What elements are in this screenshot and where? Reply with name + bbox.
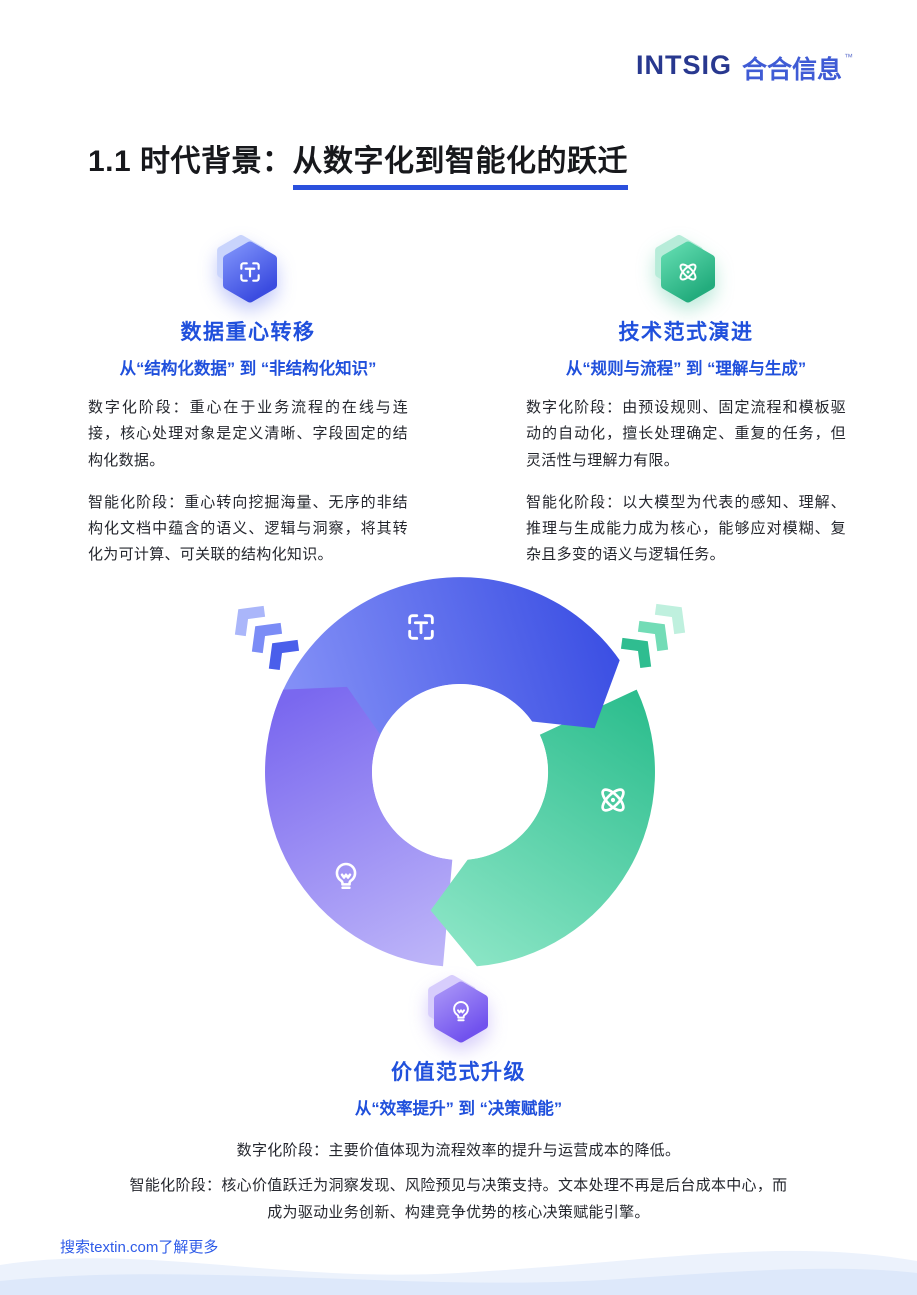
- cycle-diagram-svg: [234, 577, 686, 967]
- brand-logo: INTSIG 合合信息 ™: [636, 50, 853, 86]
- blue-chevrons-icon: [234, 605, 300, 671]
- badge-hexagon: [433, 981, 488, 1043]
- section-tech-evolution: 技术范式演进 从“规则与流程” 到 “理解与生成” 数字化阶段：由预设规则、固定…: [526, 224, 846, 569]
- section-paragraph: 数字化阶段：主要价值体现为流程效率的提升与运营成本的降低。: [236, 1142, 681, 1159]
- section-paragraph: 智能化阶段：核心价值跃迁为洞察发现、风险预见与决策支持。文本处理不再是后台成本中…: [129, 1177, 788, 1221]
- top-columns: 数据重心转移 从“结构化数据” 到 “非结构化知识” 数字化阶段：重心在于业务流…: [88, 224, 846, 569]
- transformation-cycle-diagram: [200, 527, 720, 997]
- section-title: 技术范式演进: [618, 321, 754, 344]
- page-title: 1.1 时代背景：从数字化到智能化的跃迁: [88, 136, 629, 190]
- brand-name-cn: 合合信息: [741, 56, 842, 84]
- brand-name: INTSIG: [635, 50, 732, 80]
- section-title: 价值范式升级: [391, 1061, 526, 1084]
- section-subtitle: 从“效率提升” 到 “决策赋能”: [354, 1100, 563, 1118]
- donut-hole: [372, 684, 548, 860]
- section-value-upgrade: 价值范式升级 从“效率提升” 到 “决策赋能” 数字化阶段：主要价值体现为流程效…: [0, 964, 917, 1226]
- bottom-wave-decoration: [0, 1250, 917, 1295]
- section-subtitle: 从“结构化数据” 到 “非结构化知识”: [119, 360, 377, 378]
- footer-search-link[interactable]: 搜索textin.com了解更多: [60, 1239, 219, 1256]
- green-segment: [430, 689, 655, 967]
- section-data-shift: 数据重心转移 从“结构化数据” 到 “非结构化知识” 数字化阶段：重心在于业务流…: [88, 224, 408, 569]
- green-segment-arrow: [430, 859, 477, 967]
- data-shift-badge: [217, 235, 277, 303]
- value-upgrade-badge: [427, 975, 488, 1043]
- page-title-highlight: 从数字化到智能化的跃迁: [292, 145, 629, 190]
- section-subtitle: 从“规则与流程” 到 “理解与生成”: [565, 360, 807, 378]
- section-paragraph: 智能化阶段：重心转向挖掘海量、无序的非结构化文档中蕴含的语义、逻辑与洞察，将其转…: [88, 493, 408, 564]
- page-title-prefix: 1.1 时代背景：: [88, 145, 293, 178]
- brand-trademark: ™: [844, 52, 853, 62]
- section-title: 数据重心转移: [180, 321, 316, 344]
- section-paragraph: 智能化阶段：以大模型为代表的感知、理解、推理与生成能力成为核心，能够应对模糊、复…: [526, 493, 846, 564]
- green-chevrons-icon: [620, 603, 686, 669]
- section-paragraph: 数字化阶段：由预设规则、固定流程和模板驱动的自动化，擅长处理确定、重复的任务，但…: [526, 399, 846, 469]
- purple-segment: [265, 686, 453, 967]
- tech-evolution-badge: [655, 235, 715, 303]
- section-paragraph: 数字化阶段：重心在于业务流程的在线与连接，核心处理对象是定义清晰、字段固定的结构…: [88, 399, 408, 469]
